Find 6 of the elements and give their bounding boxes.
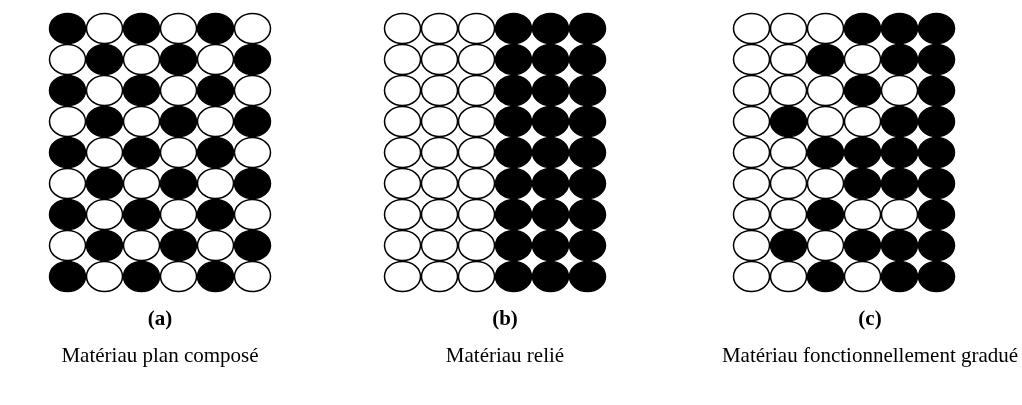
panel-letter: (c) [858, 308, 882, 329]
panel-letter: (a) [147, 308, 173, 329]
panel-caption: Matériau fonctionnellement gradué [720, 342, 1020, 369]
panel-caption: Matériau relié [444, 342, 566, 369]
panel-letter: (b) [492, 308, 518, 329]
panel-caption: Matériau plan composé [60, 342, 260, 369]
